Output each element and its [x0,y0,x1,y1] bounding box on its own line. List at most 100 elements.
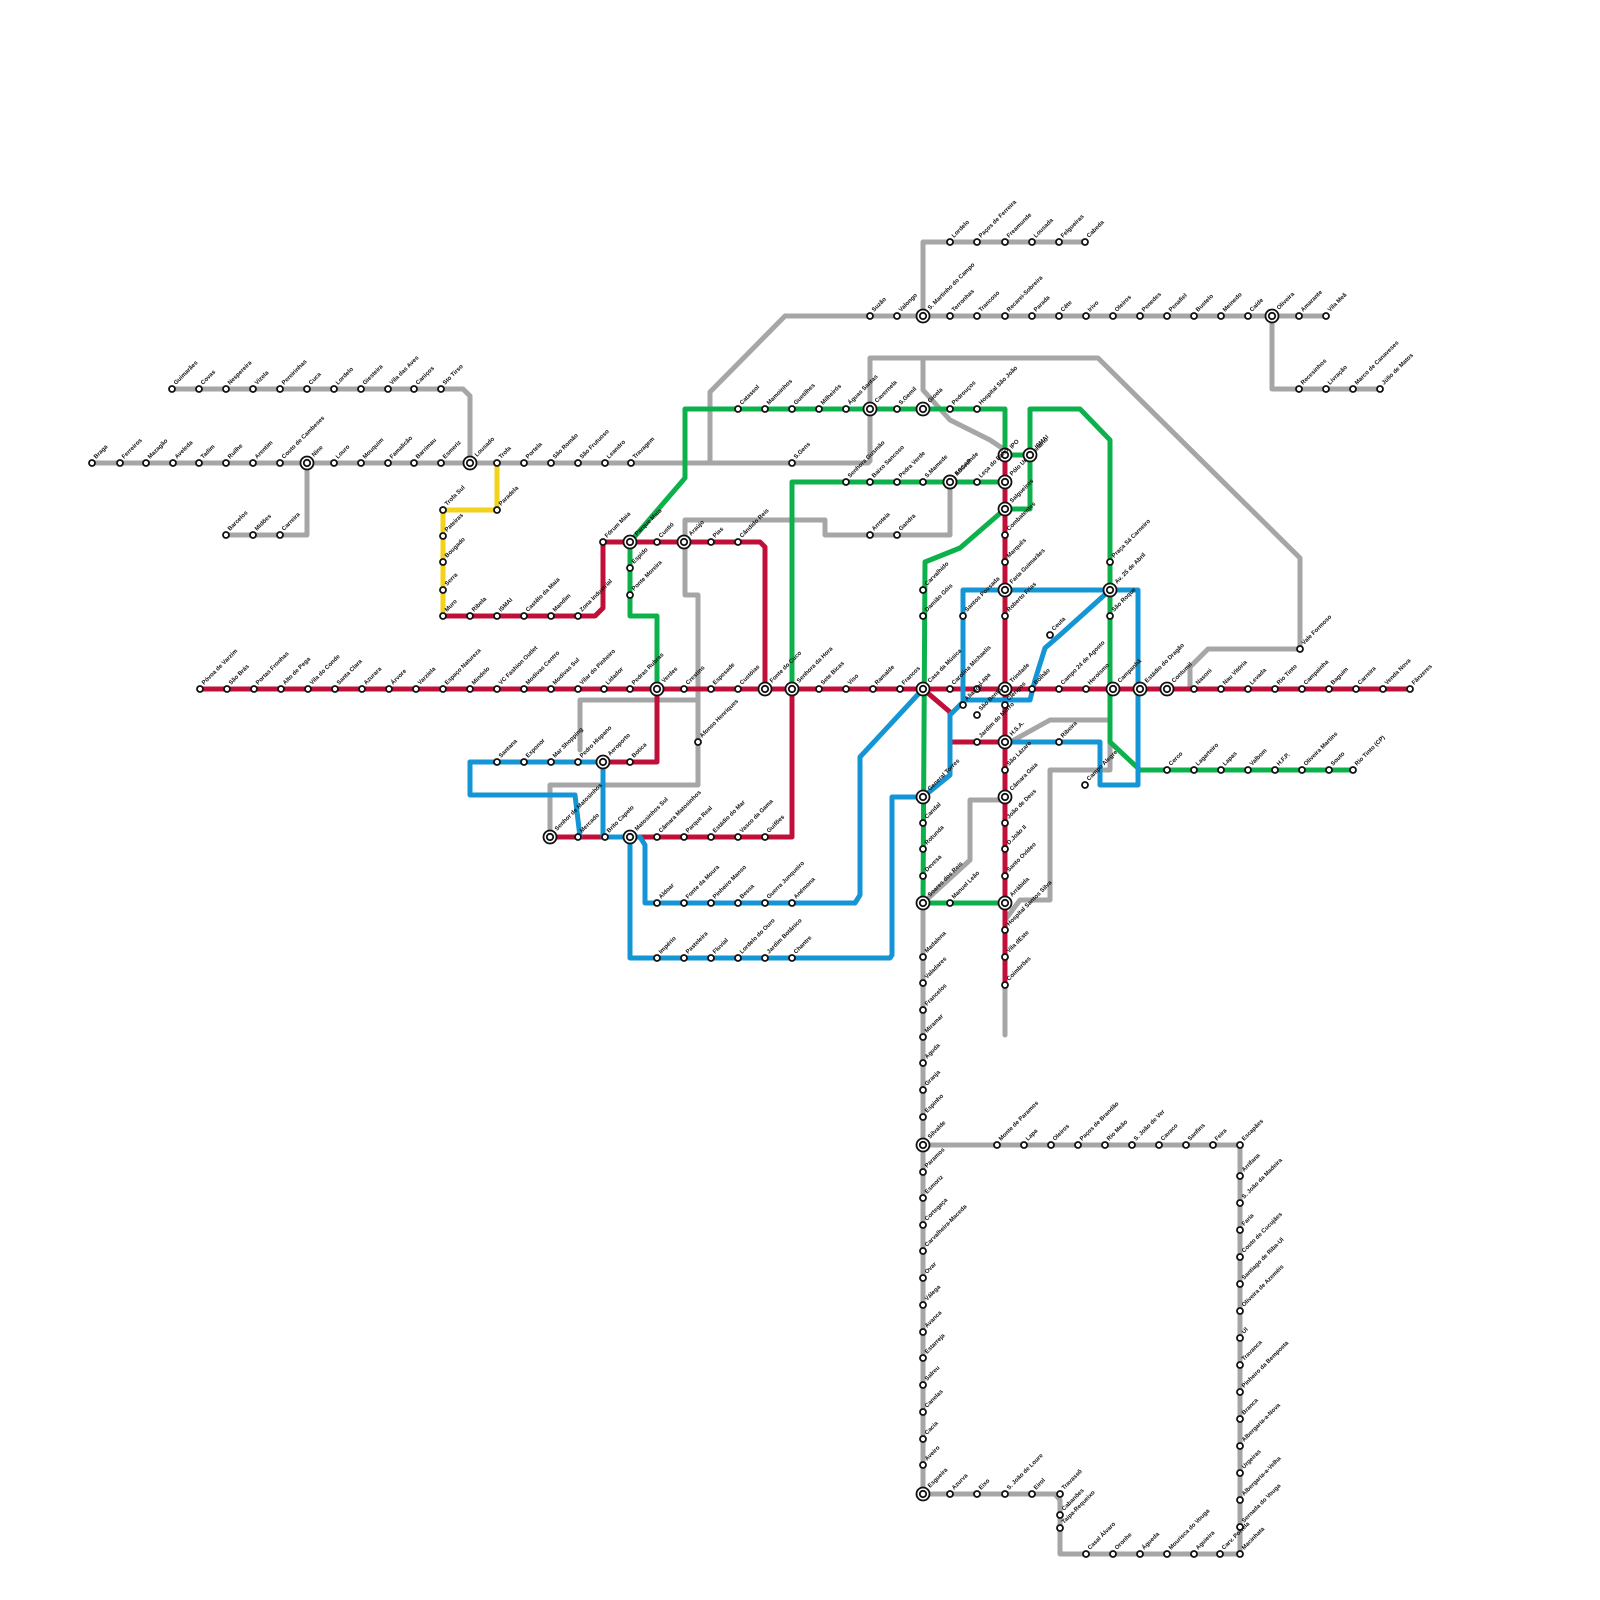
station-marker [1106,558,1114,566]
station-marker [1082,1550,1090,1558]
station-label: Escapães [1241,1118,1265,1142]
station-marker [1216,1550,1224,1558]
interchange-core [918,792,928,802]
station-marker [1028,1490,1036,1498]
station-marker [1001,953,1009,961]
station-label: Parque Real [685,805,714,834]
station-label: Carreira [281,511,302,532]
station[interactable]: S. João da Madeira [1236,1157,1284,1207]
interchange-core [760,684,770,694]
station-label: D.João II [1006,824,1028,846]
station-label: Custió [658,522,676,540]
station-label: Pasteleira [685,931,710,956]
station-label: Bustelo [1195,293,1215,313]
station-marker [249,531,257,539]
station[interactable]: Estádio do Mar [707,799,747,841]
station-label: Mazagão [147,438,169,460]
station[interactable]: Nine [299,445,326,471]
station-marker [1209,1141,1217,1149]
station[interactable]: Paços de Ferreira [973,199,1018,246]
station-label: Águeda [1140,1530,1161,1551]
station[interactable]: Vila Meã [1322,292,1349,320]
station-marker [815,405,823,413]
station-marker [680,833,688,841]
station-marker [734,899,742,907]
station-marker [973,685,981,693]
station-label: Lidador [605,666,625,686]
station-marker [1001,845,1009,853]
station-label: Granja [924,1069,942,1087]
station-marker [384,459,392,467]
station-label: Custóias [739,664,762,687]
station[interactable]: Santiago de Riba-Ul [1236,1237,1286,1288]
station[interactable]: IPO [997,439,1021,463]
station[interactable]: Santos Pousada [959,576,1002,620]
station-marker [788,954,796,962]
station-marker [919,1059,927,1067]
interchange-core [1025,450,1035,460]
interchange-core [598,757,608,767]
station-label: Aguda [924,1043,942,1061]
station-label: Ribeira [1060,720,1079,739]
station-label: Portela [525,441,544,460]
station-marker [973,1490,981,1498]
station[interactable]: Fânzeres [1406,663,1434,693]
station[interactable]: Vilar do Pinheiro [574,648,617,693]
interchange-core [1135,684,1145,694]
station-label: Praça Sá Carneiro [1111,518,1152,559]
station-marker [1109,1550,1117,1558]
station-marker [946,405,954,413]
station-label: Botica [631,742,649,760]
station-marker [919,478,927,486]
station-label: Azurara [363,666,384,687]
station-label: Giesteira [362,364,385,387]
station[interactable]: VC Fashion Outlet [493,645,539,693]
station-marker [1217,312,1225,320]
station[interactable]: S. João de Loure [1001,1453,1045,1498]
station-label: Venda Nova [1384,658,1413,687]
station-marker [493,612,501,620]
station-label: Meinedo [1222,292,1244,314]
station-marker [919,1194,927,1202]
station-label: Paradela [498,485,520,507]
station-label: Urgeiras [1241,1448,1263,1470]
station-marker [1109,312,1117,320]
interchange-core [918,311,928,321]
station-label: Santa Clara [336,658,364,686]
station-label: S. Martinho do Campo [927,262,976,311]
station-marker [142,459,150,467]
station[interactable]: Oliveira de Azeméis [1236,1264,1286,1315]
interchange-core [945,477,955,487]
station[interactable]: Guerra Junqueiro [761,860,806,907]
station[interactable]: Escapães [1236,1118,1265,1149]
station[interactable]: Rio Tinto (CP) [1349,735,1387,774]
station-marker [1001,238,1009,246]
station-marker [866,478,874,486]
station[interactable]: Cabeda [1081,219,1106,246]
station[interactable]: Hospital São João [973,365,1019,413]
station[interactable]: Ul [1236,1327,1250,1342]
station-marker [439,506,447,514]
station[interactable]: Afonso Henriques [694,698,740,746]
station-label: Salreu [924,1365,941,1382]
station[interactable]: Monte de Paramos [993,1100,1041,1149]
station-label: Vila Meã [1327,292,1349,314]
station[interactable]: Couto de Cucujães [1236,1211,1284,1261]
station[interactable]: Câmara Matosinhos [653,789,703,841]
station-marker [973,405,981,413]
station-label: Nasoni [1195,668,1214,687]
station[interactable]: Paços de Brandão [1074,1101,1121,1149]
station[interactable]: Campo 24 de Agosto [1055,640,1107,693]
station[interactable]: Cândido Reis [734,508,771,546]
station[interactable]: Carolina Michaelis [946,644,993,693]
station-marker [1236,1199,1244,1207]
station-marker [919,845,927,853]
station[interactable]: Marco de Canaveses [1349,340,1401,393]
station[interactable]: Mourisca do Vouga [1163,1508,1212,1558]
station[interactable]: Pinheiro da Bemposta [1236,1340,1291,1396]
station-marker [788,405,796,413]
station[interactable]: Carvalheira-Maceda [919,1204,969,1255]
station-marker [734,405,742,413]
station[interactable]: Zona Industrial [574,579,614,620]
station[interactable]: Espaço Natureza [439,648,483,693]
